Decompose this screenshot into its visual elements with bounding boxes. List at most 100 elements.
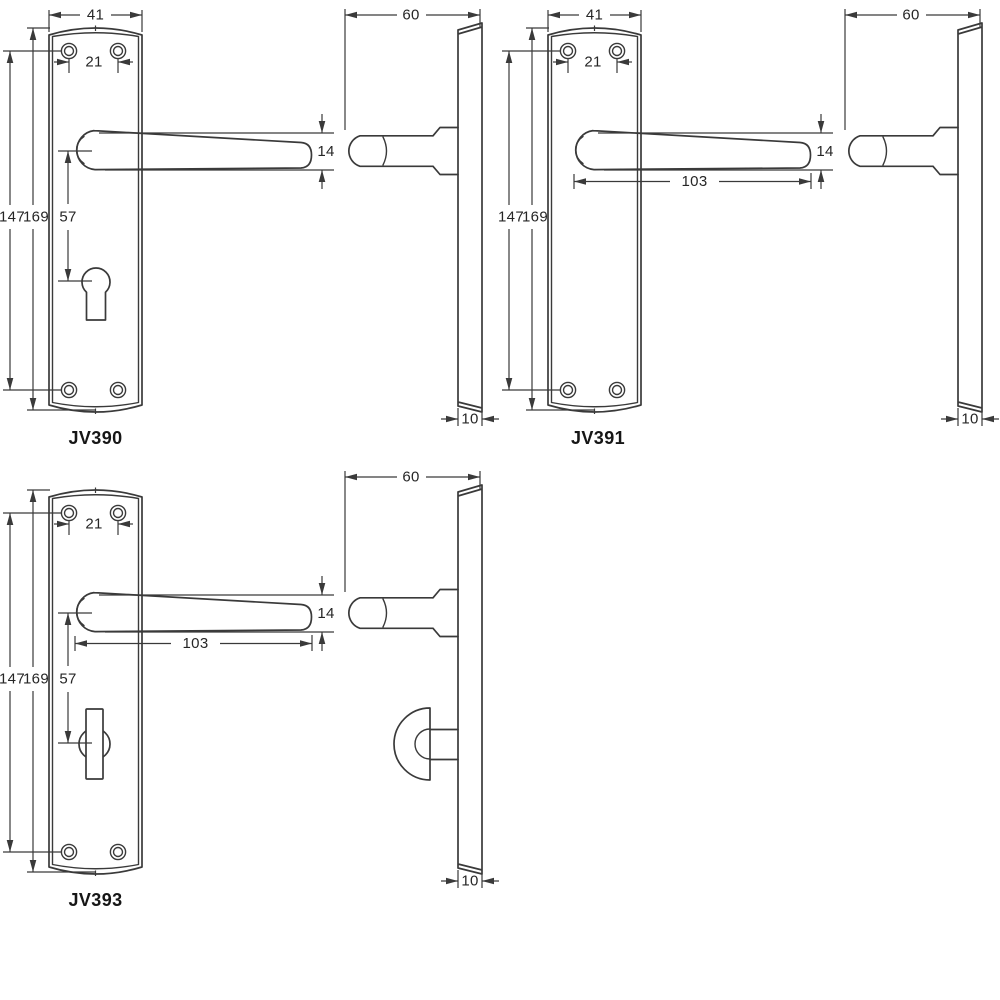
lever-handle-outline bbox=[75, 129, 313, 171]
dim-label-projection: 60 bbox=[402, 7, 419, 24]
dim-label-plate-thickness: 10 bbox=[961, 411, 978, 428]
thumbturn-side-stem bbox=[429, 728, 459, 761]
side-lever-outline bbox=[348, 588, 459, 638]
dim-lever-section: 14 bbox=[598, 114, 833, 189]
thumbturn-bar bbox=[85, 708, 104, 780]
dim-label-hole-spacing: 21 bbox=[584, 54, 601, 71]
dim-label-plate-thickness: 10 bbox=[461, 411, 478, 428]
dim-lever-section: 14 bbox=[99, 576, 334, 651]
product-code: JV390 bbox=[68, 428, 122, 448]
dim-label-turn-centres: 57 bbox=[59, 671, 76, 688]
side-lever-outline bbox=[348, 126, 459, 176]
dim-label-plate-thickness: 10 bbox=[461, 873, 478, 890]
screw-hole-icon bbox=[109, 42, 127, 60]
dim-label-fixing-centres: 147 bbox=[0, 209, 25, 226]
screw-hole-icon bbox=[608, 42, 626, 60]
dim-label-lever-section: 14 bbox=[816, 143, 833, 160]
screw-hole-icon bbox=[559, 381, 577, 399]
dim-plate-thickness: 10 bbox=[941, 408, 999, 428]
dim-hole-spacing: 21 bbox=[553, 54, 632, 73]
dim-projection: 60 bbox=[344, 7, 481, 130]
dim-lever-length: 103 bbox=[573, 173, 812, 190]
side-plate-outline bbox=[957, 22, 983, 413]
jv391-side-view: 60 10 bbox=[844, 7, 999, 428]
jv393-side-view: 60 10 bbox=[344, 469, 499, 890]
extension-line bbox=[344, 471, 481, 592]
dim-label-lever-section: 14 bbox=[317, 605, 334, 622]
dim-label-keyhole-centres: 57 bbox=[59, 209, 76, 226]
jv390-front-view: 41 21 147 169 57 bbox=[0, 7, 334, 449]
tick-line bbox=[58, 612, 92, 744]
dim-plate-width: 41 bbox=[547, 7, 642, 32]
screw-hole-icon bbox=[109, 504, 127, 522]
dim-label-projection: 60 bbox=[902, 7, 919, 24]
side-lever-outline bbox=[848, 126, 959, 176]
side-plate-outline bbox=[457, 22, 483, 413]
dim-projection: 60 bbox=[344, 469, 481, 592]
side-plate-outline bbox=[457, 484, 483, 875]
extension-line bbox=[99, 594, 334, 633]
dim-lever-length: 103 bbox=[74, 635, 313, 652]
dim-plate-thickness: 10 bbox=[441, 870, 499, 890]
backplate-bevel-line bbox=[51, 32, 140, 408]
dim-label-fixing-centres: 147 bbox=[0, 671, 25, 688]
screw-hole-icon bbox=[109, 843, 127, 861]
dim-plate-height: 169 bbox=[522, 27, 594, 411]
dim-label-plate-width: 41 bbox=[586, 7, 603, 24]
lever-boss-inner-arc bbox=[75, 135, 85, 165]
screw-hole-icon bbox=[60, 381, 78, 399]
jv390-side-view: 60 10 bbox=[344, 7, 499, 428]
dim-fixing-centres: 147 bbox=[0, 50, 61, 391]
dim-fixing-centres: 147 bbox=[498, 50, 560, 391]
dim-hole-spacing: 21 bbox=[54, 54, 133, 73]
screw-hole-icon bbox=[109, 381, 127, 399]
dim-hole-spacing: 21 bbox=[54, 516, 133, 535]
thumbturn-side-profile bbox=[393, 707, 431, 781]
lever-handle-outline bbox=[75, 591, 313, 633]
dim-plate-width: 41 bbox=[48, 7, 143, 32]
lever-boss-inner-arc bbox=[75, 597, 85, 627]
screw-hole-icon bbox=[559, 42, 577, 60]
backplate-bevel-line bbox=[51, 494, 140, 870]
product-code: JV391 bbox=[571, 428, 625, 448]
jv391-front-view: 41 21 147 169 103 bbox=[498, 7, 833, 449]
dim-label-plate-height: 169 bbox=[23, 209, 49, 226]
backplate-outline bbox=[547, 27, 642, 413]
screw-hole-icon bbox=[60, 843, 78, 861]
dim-label-projection: 60 bbox=[402, 469, 419, 486]
product-code: JV393 bbox=[68, 890, 122, 910]
dim-label-lever-length: 103 bbox=[183, 635, 209, 652]
extension-line bbox=[844, 9, 981, 130]
dim-label-plate-width: 41 bbox=[87, 7, 104, 24]
backplate-bevel-line bbox=[550, 32, 639, 408]
screw-hole-icon bbox=[608, 381, 626, 399]
dim-plate-height: 169 bbox=[23, 27, 95, 411]
dim-lever-section: 14 bbox=[99, 114, 334, 189]
side-lever-grip-arc bbox=[882, 136, 888, 166]
backplate-outline bbox=[48, 27, 143, 413]
dim-label-hole-spacing: 21 bbox=[85, 54, 102, 71]
dim-label-lever-length: 103 bbox=[682, 173, 708, 190]
dim-label-hole-spacing: 21 bbox=[85, 516, 102, 533]
keyhole bbox=[81, 267, 111, 321]
dim-label-fixing-centres: 147 bbox=[498, 209, 524, 226]
lever-handle-outline bbox=[574, 129, 812, 171]
dim-plate-height: 169 bbox=[23, 489, 95, 873]
extension-line bbox=[598, 132, 833, 171]
screw-hole-icon bbox=[60, 42, 78, 60]
side-lever-grip-arc bbox=[382, 598, 388, 628]
thumbturn-side-hub-arc bbox=[414, 728, 431, 760]
tick-line bbox=[58, 150, 92, 282]
dim-label-lever-section: 14 bbox=[317, 143, 334, 160]
screw-hole-icon bbox=[60, 504, 78, 522]
side-lever-grip-arc bbox=[382, 136, 388, 166]
backplate-outline bbox=[48, 489, 143, 875]
lever-boss-inner-arc bbox=[574, 135, 584, 165]
dim-projection: 60 bbox=[844, 7, 981, 130]
dim-keyhole-centres: 57 bbox=[58, 150, 92, 282]
extension-line bbox=[99, 132, 334, 171]
dim-turn-centres: 57 bbox=[58, 612, 92, 744]
dim-plate-thickness: 10 bbox=[441, 408, 499, 428]
